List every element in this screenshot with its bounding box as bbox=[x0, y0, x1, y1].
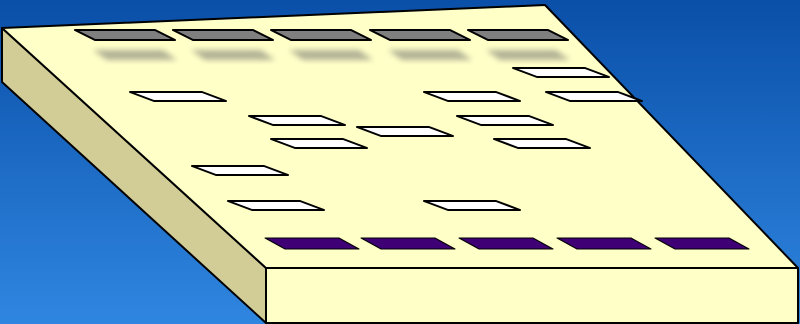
dye-front-band bbox=[360, 237, 456, 250]
well bbox=[74, 29, 176, 41]
dye-front-band bbox=[654, 237, 750, 250]
dye-front-band bbox=[458, 237, 554, 250]
dna-bands bbox=[129, 67, 643, 211]
dna-band bbox=[227, 200, 325, 211]
dna-band bbox=[248, 115, 346, 126]
well-shadow bbox=[388, 50, 472, 60]
sample-wells bbox=[74, 29, 569, 41]
well bbox=[270, 29, 372, 41]
well-shadow bbox=[191, 50, 275, 60]
dna-band bbox=[270, 138, 368, 149]
dna-band bbox=[545, 91, 643, 102]
gel-front-face bbox=[265, 267, 799, 324]
dna-band bbox=[191, 165, 289, 176]
well-shadow bbox=[289, 50, 373, 60]
well-shadow bbox=[93, 50, 177, 60]
well bbox=[172, 29, 274, 41]
well bbox=[369, 29, 471, 41]
dna-band bbox=[456, 115, 554, 126]
dna-band bbox=[512, 67, 610, 78]
well-shadow bbox=[486, 50, 570, 60]
well-shadows bbox=[93, 50, 570, 60]
dna-band bbox=[423, 200, 521, 211]
dye-front-band bbox=[556, 237, 652, 250]
dye-front-band bbox=[264, 237, 360, 250]
dna-band bbox=[129, 91, 227, 102]
dye-front bbox=[264, 237, 750, 250]
dna-band bbox=[423, 91, 521, 102]
dna-band bbox=[493, 138, 591, 149]
well bbox=[467, 29, 569, 41]
dna-band bbox=[356, 126, 454, 137]
